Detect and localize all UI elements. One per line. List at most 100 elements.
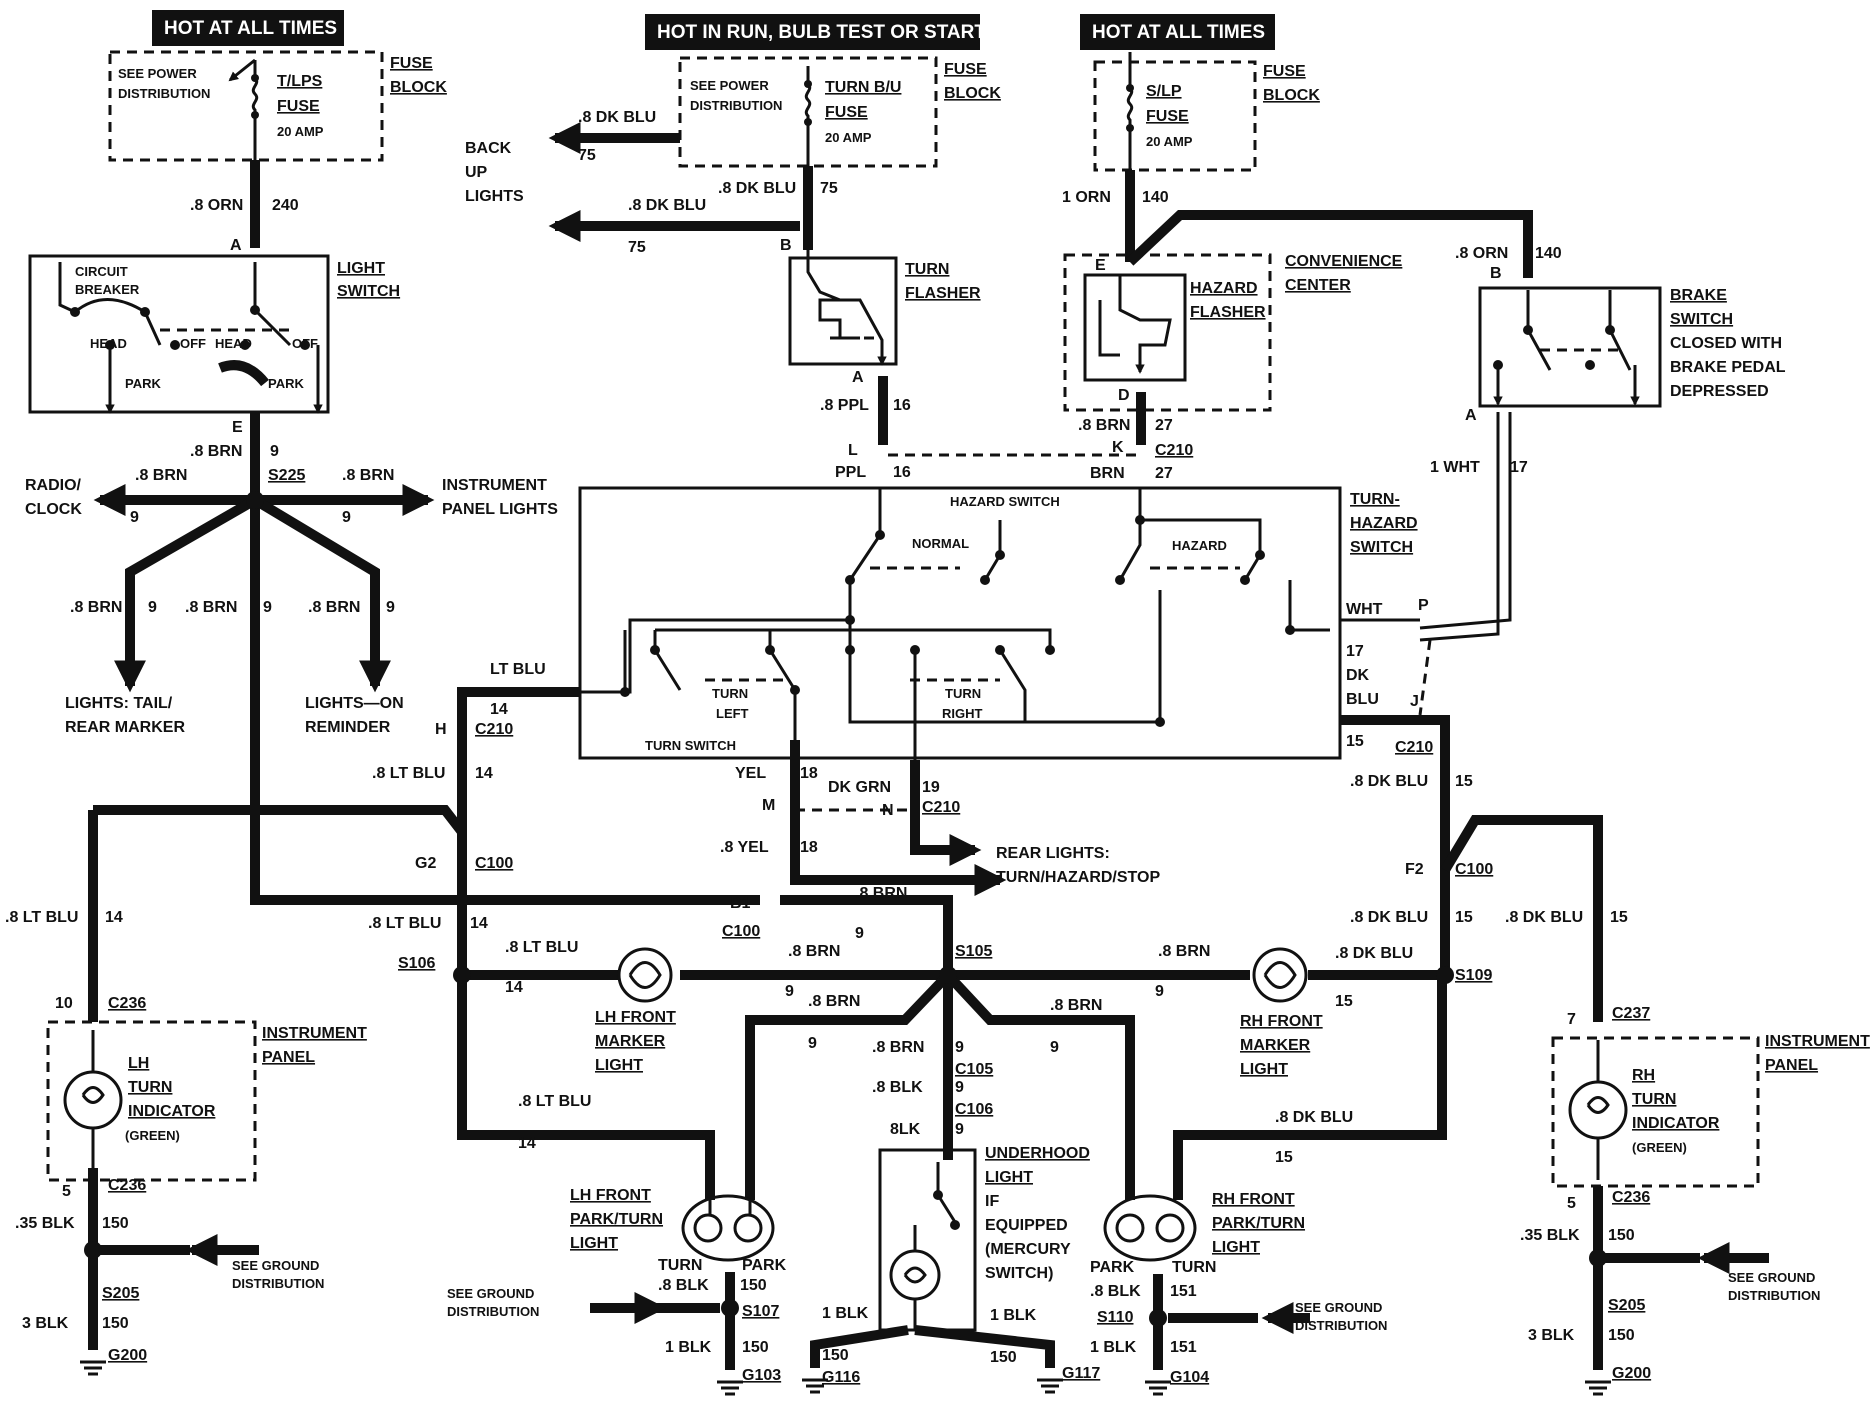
svg-text:FUSE: FUSE <box>944 61 987 78</box>
svg-text:TURN/HAZARD/STOP: TURN/HAZARD/STOP <box>996 869 1160 886</box>
svg-text:7: 7 <box>1567 1011 1576 1028</box>
svg-text:S110: S110 <box>1097 1309 1134 1326</box>
svg-text:.8 BLK: .8 BLK <box>658 1277 709 1294</box>
svg-text:FUSE: FUSE <box>390 55 433 72</box>
svg-text:FLASHER: FLASHER <box>905 285 981 302</box>
svg-text:A: A <box>852 369 864 386</box>
svg-text:14: 14 <box>505 979 523 996</box>
svg-text:14: 14 <box>470 915 488 932</box>
svg-text:LIGHTS: TAIL/: LIGHTS: TAIL/ <box>65 695 173 712</box>
svg-text:SWITCH: SWITCH <box>1350 539 1413 556</box>
svg-text:15: 15 <box>1346 733 1364 750</box>
svg-text:M: M <box>762 797 775 814</box>
svg-text:BREAKER: BREAKER <box>75 282 140 297</box>
underhood-light: UNDERHOOD LIGHT IF EQUIPPED (MERCURY SWI… <box>878 1145 1090 1332</box>
svg-text:LH FRONT: LH FRONT <box>595 1009 676 1026</box>
svg-text:(GREEN): (GREEN) <box>1632 1140 1687 1155</box>
svg-text:1 BLK: 1 BLK <box>1090 1339 1137 1356</box>
svg-text:.8 BRN: .8 BRN <box>855 885 907 902</box>
wires-thick <box>88 121 1769 1370</box>
svg-text:.8 DK BLU: .8 DK BLU <box>1275 1109 1353 1126</box>
svg-text:C100: C100 <box>475 855 513 872</box>
svg-text:BLOCK: BLOCK <box>1263 87 1320 104</box>
svg-text:.8 LT BLU: .8 LT BLU <box>518 1093 591 1110</box>
svg-text:C237: C237 <box>1612 1005 1650 1022</box>
svg-text:.8 BRN: .8 BRN <box>70 599 122 616</box>
svg-text:S107: S107 <box>742 1303 779 1320</box>
svg-text:INSTRUMENT: INSTRUMENT <box>1765 1033 1870 1050</box>
svg-text:S105: S105 <box>955 943 992 960</box>
svg-text:S106: S106 <box>398 955 435 972</box>
svg-text:14: 14 <box>518 1135 536 1152</box>
svg-text:G200: G200 <box>108 1347 147 1364</box>
svg-text:151: 151 <box>1170 1283 1197 1300</box>
svg-text:HAZARD: HAZARD <box>1190 280 1258 297</box>
svg-text:TURN: TURN <box>945 686 981 701</box>
svg-text:C100: C100 <box>1455 861 1493 878</box>
svg-text:9: 9 <box>342 509 351 526</box>
light-switch: LIGHT SWITCH CIRCUIT BREAKER HEAD OFF PA… <box>28 254 400 414</box>
svg-text:E: E <box>232 419 243 436</box>
svg-text:LIGHT: LIGHT <box>1212 1239 1260 1256</box>
svg-text:DEPRESSED: DEPRESSED <box>1670 383 1769 400</box>
svg-text:.35 BLK: .35 BLK <box>1520 1227 1580 1244</box>
svg-text:RH FRONT: RH FRONT <box>1212 1191 1295 1208</box>
svg-text:K: K <box>1112 439 1124 456</box>
svg-text:SWITCH): SWITCH) <box>985 1265 1053 1282</box>
svg-text:1 BLK: 1 BLK <box>822 1305 869 1322</box>
svg-text:1 WHT: 1 WHT <box>1430 459 1480 476</box>
svg-text:LIGHT: LIGHT <box>1240 1061 1288 1078</box>
svg-text:.8 DK BLU: .8 DK BLU <box>718 180 796 197</box>
svg-text:SEE GROUND: SEE GROUND <box>1295 1300 1382 1315</box>
svg-text:LH: LH <box>128 1055 149 1072</box>
svg-text:OFF: OFF <box>292 336 318 351</box>
svg-text:(MERCURY: (MERCURY <box>985 1241 1071 1258</box>
svg-text:FUSE: FUSE <box>277 98 320 115</box>
svg-text:T/LPS: T/LPS <box>277 73 323 90</box>
fuse-block-turnbu: SEE POWER DISTRIBUTION TURN B/U FUSE 20 … <box>678 56 1001 168</box>
svg-text:LT BLU: LT BLU <box>490 661 546 678</box>
svg-text:S109: S109 <box>1455 967 1492 984</box>
svg-text:27: 27 <box>1155 417 1173 434</box>
svg-text:INSTRUMENT: INSTRUMENT <box>442 477 547 494</box>
svg-text:10: 10 <box>55 995 73 1012</box>
svg-text:3 BLK: 3 BLK <box>22 1315 69 1332</box>
svg-text:SEE GROUND: SEE GROUND <box>232 1258 319 1273</box>
svg-text:PARK/TURN: PARK/TURN <box>570 1211 663 1228</box>
svg-text:9: 9 <box>263 599 272 616</box>
svg-text:RH: RH <box>1632 1067 1655 1084</box>
svg-text:HEAD: HEAD <box>215 336 252 351</box>
svg-text:150: 150 <box>102 1215 129 1232</box>
svg-text:9: 9 <box>386 599 395 616</box>
svg-text:YEL: YEL <box>735 765 766 782</box>
svg-text:C236: C236 <box>108 1177 146 1194</box>
svg-text:14: 14 <box>475 765 493 782</box>
svg-text:CLOCK: CLOCK <box>25 501 82 518</box>
svg-text:REAR MARKER: REAR MARKER <box>65 719 185 736</box>
svg-text:PARK: PARK <box>1090 1259 1135 1276</box>
svg-text:FUSE: FUSE <box>825 104 868 121</box>
svg-text:G2: G2 <box>415 855 436 872</box>
rh-front-park-turn-light: RH FRONT PARK/TURN LIGHT <box>1103 1191 1305 1262</box>
svg-text:BRAKE: BRAKE <box>1670 287 1727 304</box>
svg-text:TURN: TURN <box>658 1257 702 1274</box>
svg-text:9: 9 <box>270 443 279 460</box>
svg-text:LIGHTS: LIGHTS <box>465 188 524 205</box>
svg-text:1 ORN: 1 ORN <box>1062 189 1111 206</box>
svg-text:BLOCK: BLOCK <box>390 79 447 96</box>
svg-text:PARK: PARK <box>268 376 304 391</box>
svg-text:PPL: PPL <box>835 464 866 481</box>
svg-text:.8 DK BLU: .8 DK BLU <box>1505 909 1583 926</box>
brake-switch: BRAKE SWITCH CLOSED WITH BRAKE PEDAL DEP… <box>1478 286 1786 408</box>
svg-text:DISTRIBUTION: DISTRIBUTION <box>1295 1318 1387 1333</box>
svg-text:FLASHER: FLASHER <box>1190 304 1266 321</box>
svg-text:LIGHT: LIGHT <box>595 1057 643 1074</box>
svg-text:TURN: TURN <box>1172 1259 1216 1276</box>
svg-text:N: N <box>882 802 894 819</box>
svg-text:RH FRONT: RH FRONT <box>1240 1013 1323 1030</box>
svg-text:C210: C210 <box>922 799 960 816</box>
svg-text:20 AMP: 20 AMP <box>277 124 324 139</box>
svg-text:15: 15 <box>1275 1149 1293 1166</box>
svg-text:.8 DK BLU: .8 DK BLU <box>628 197 706 214</box>
